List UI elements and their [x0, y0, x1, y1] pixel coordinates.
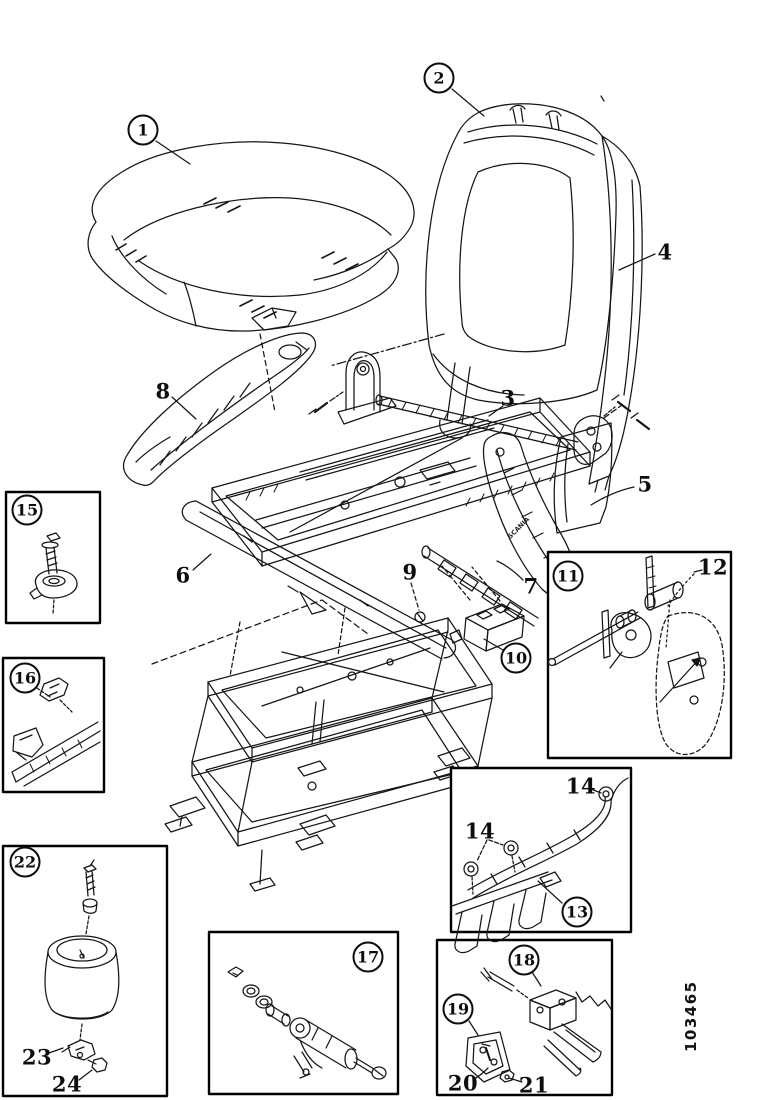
callout-20: 20 — [447, 1070, 479, 1096]
seat-cushion-drawing — [87, 141, 415, 332]
suspension-base-drawing — [151, 599, 493, 892]
inset-18-drawing — [465, 967, 612, 1083]
callout-10: 10 — [500, 642, 532, 674]
callout-11: 11 — [552, 560, 584, 592]
front-trim-drawing — [181, 500, 457, 660]
callout-6: 6 — [175, 562, 191, 588]
callout-23: 23 — [21, 1044, 53, 1070]
callout-7: 7 — [523, 573, 539, 599]
inset-box-22 — [1, 844, 169, 1098]
inset-13-drawing — [451, 777, 629, 954]
callout-21: 21 — [518, 1072, 550, 1098]
callout-18: 18 — [508, 944, 540, 976]
inset-11-drawing — [547, 555, 725, 756]
inset-22-drawing — [44, 859, 120, 1081]
side-shield-left-drawing — [122, 332, 317, 486]
switch-housing-drawing — [414, 565, 525, 652]
figure-part-number: 103465 — [682, 980, 700, 1052]
inset-17-drawing — [227, 966, 387, 1080]
backrest-drawing — [425, 95, 617, 439]
callout-5: 5 — [637, 471, 653, 497]
callout-9: 9 — [402, 559, 418, 585]
callout-13: 13 — [561, 896, 593, 928]
callout-17: 17 — [352, 941, 384, 973]
callout-22: 22 — [9, 846, 41, 878]
callout-14b: 14 — [464, 818, 496, 844]
callout-8: 8 — [155, 378, 171, 404]
callout-1: 1 — [127, 114, 159, 146]
leader-lines — [155, 88, 656, 651]
back-panel-drawing — [588, 135, 651, 493]
inset-15-drawing — [29, 532, 78, 615]
callout-3: 3 — [500, 385, 516, 411]
callout-15: 15 — [11, 494, 43, 526]
inset-16-drawing — [11, 677, 101, 787]
callout-19: 19 — [442, 993, 474, 1025]
callout-14a: 14 — [565, 773, 597, 799]
callout-2: 2 — [423, 62, 455, 94]
callout-16: 16 — [9, 662, 41, 694]
callout-4: 4 — [657, 239, 673, 265]
callout-24: 24 — [51, 1071, 83, 1097]
callout-12: 12 — [697, 554, 729, 580]
